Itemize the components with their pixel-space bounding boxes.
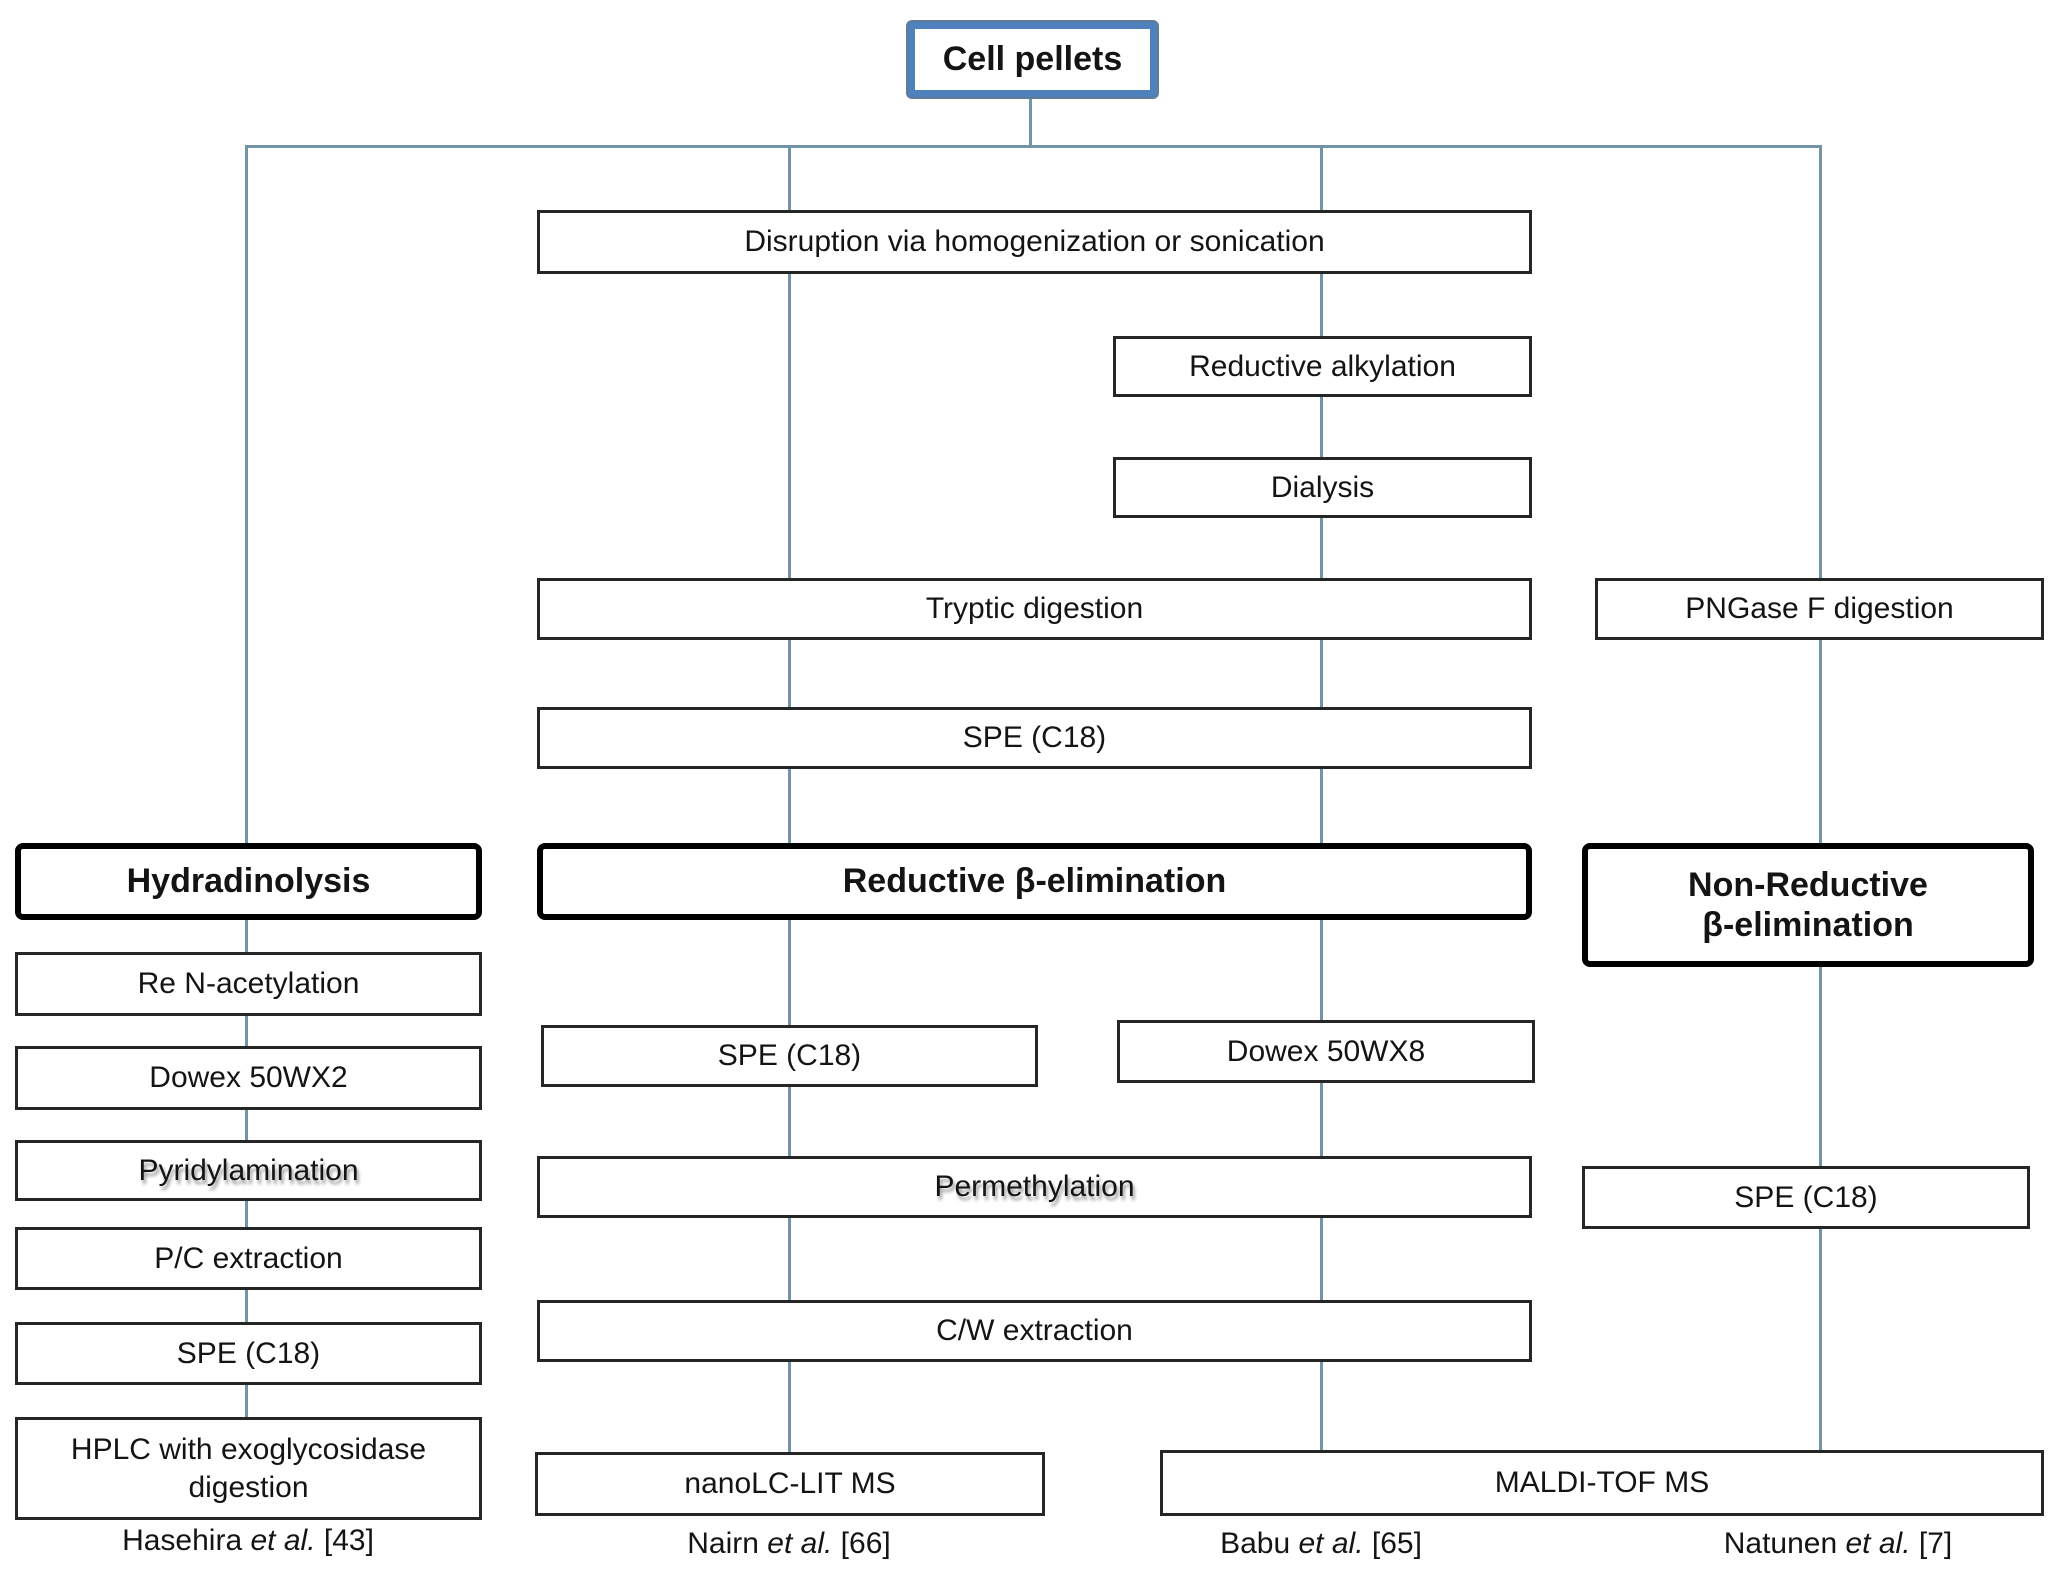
nairn-caption-author: Nairn [687, 1527, 768, 1560]
babu-caption-etal: et al. [1298, 1527, 1364, 1560]
spe-c18-reductive-label: SPE (C18) [717, 1039, 862, 1073]
re-n-acetylation-box: Re N-acetylation [15, 952, 482, 1016]
nairn-caption-ref: [66] [832, 1527, 891, 1560]
cw-extraction-label: C/W extraction [936, 1314, 1133, 1348]
non-reductive-beta-elimination-label: Non-Reductive β-elimination [1688, 865, 1928, 944]
hydradinolysis-box: Hydradinolysis [15, 843, 482, 920]
nairn-caption: Nairn et al. [66] [539, 1527, 1039, 1561]
nanolc-lit-ms-box: nanoLC-LIT MS [535, 1452, 1045, 1516]
root-drop-line [1029, 97, 1032, 147]
disruption-box: Disruption via homogenization or sonicat… [537, 210, 1532, 274]
re-n-acetylation-label: Re N-acetylation [137, 967, 360, 1001]
hasehira-caption-author: Hasehira [122, 1524, 251, 1557]
spe-c18-left-box: SPE (C18) [15, 1322, 482, 1385]
spe-c18-right-label: SPE (C18) [1734, 1180, 1878, 1214]
maldi-tof-ms-label: MALDI-TOF MS [1494, 1466, 1710, 1500]
dialysis-label: Dialysis [1270, 470, 1375, 504]
spe-c18-middle-box: SPE (C18) [537, 707, 1532, 769]
cell-pellets-label: Cell pellets [942, 40, 1123, 79]
tryptic-digestion-box: Tryptic digestion [537, 578, 1532, 640]
reductive-beta-elimination-label: Reductive β-elimination [842, 862, 1227, 901]
dowex-50wx2-box: Dowex 50WX2 [15, 1046, 482, 1110]
spe-c18-left-label: SPE (C18) [176, 1336, 321, 1370]
hasehira-caption: Hasehira et al. [43] [0, 1524, 498, 1558]
dowex-50wx8-box: Dowex 50WX8 [1117, 1020, 1535, 1083]
cw-extraction-box: C/W extraction [537, 1300, 1532, 1362]
reductive-alkylation-label: Reductive alkylation [1189, 349, 1456, 383]
babu-caption-author: Babu [1220, 1527, 1299, 1560]
cell-pellets-box: Cell pellets [908, 22, 1157, 97]
hplc-exoglycosidase-label: HPLC with exoglycosidase digestion [70, 1433, 427, 1504]
column-hydradinolysis-line [245, 145, 248, 1417]
nanolc-lit-ms-label: nanoLC-LIT MS [684, 1467, 896, 1501]
babu-caption-ref: [65] [1363, 1527, 1422, 1560]
spe-c18-right-box: SPE (C18) [1582, 1166, 2030, 1229]
tryptic-digestion-label: Tryptic digestion [925, 592, 1144, 626]
dialysis-box: Dialysis [1113, 457, 1532, 518]
natunen-caption-ref: [7] [1910, 1527, 1953, 1560]
pngase-f-digestion-label: PNGase F digestion [1685, 592, 1954, 626]
column-reductive-left-line [788, 145, 791, 1452]
reductive-beta-elimination-box: Reductive β-elimination [537, 843, 1532, 920]
babu-caption: Babu et al. [65] [1071, 1527, 1571, 1561]
spe-c18-reductive-box: SPE (C18) [541, 1025, 1038, 1087]
permethylation-label: Permethylation [934, 1170, 1135, 1204]
non-reductive-beta-elimination-box: Non-Reductive β-elimination [1582, 843, 2034, 967]
natunen-caption-etal: et al. [1845, 1527, 1911, 1560]
nairn-caption-etal: et al. [767, 1527, 833, 1560]
pngase-f-digestion-box: PNGase F digestion [1595, 578, 2044, 640]
pc-extraction-box: P/C extraction [15, 1227, 482, 1290]
spe-c18-middle-label: SPE (C18) [962, 721, 1107, 755]
maldi-tof-ms-box: MALDI-TOF MS [1160, 1450, 2044, 1516]
hasehira-caption-etal: et al. [250, 1524, 316, 1557]
dowex-50wx8-label: Dowex 50WX8 [1226, 1034, 1426, 1068]
pyridylamination-box: Pyridylamination [15, 1140, 482, 1201]
branch-horizontal-line [246, 145, 1822, 148]
dowex-50wx2-label: Dowex 50WX2 [149, 1061, 348, 1095]
pc-extraction-label: P/C extraction [154, 1241, 343, 1275]
hydradinolysis-label: Hydradinolysis [126, 862, 371, 901]
disruption-label: Disruption via homogenization or sonicat… [744, 225, 1325, 259]
pyridylamination-label: Pyridylamination [138, 1153, 359, 1187]
permethylation-box: Permethylation [537, 1156, 1532, 1218]
natunen-caption-author: Natunen [1723, 1527, 1846, 1560]
reductive-alkylation-box: Reductive alkylation [1113, 336, 1532, 397]
natunen-caption: Natunen et al. [7] [1588, 1527, 2050, 1561]
hplc-exoglycosidase-box: HPLC with exoglycosidase digestion [15, 1417, 482, 1520]
column-reductive-right-line [1320, 145, 1323, 1450]
column-non-reductive-line [1819, 145, 1822, 1450]
hasehira-caption-ref: [43] [315, 1524, 374, 1557]
